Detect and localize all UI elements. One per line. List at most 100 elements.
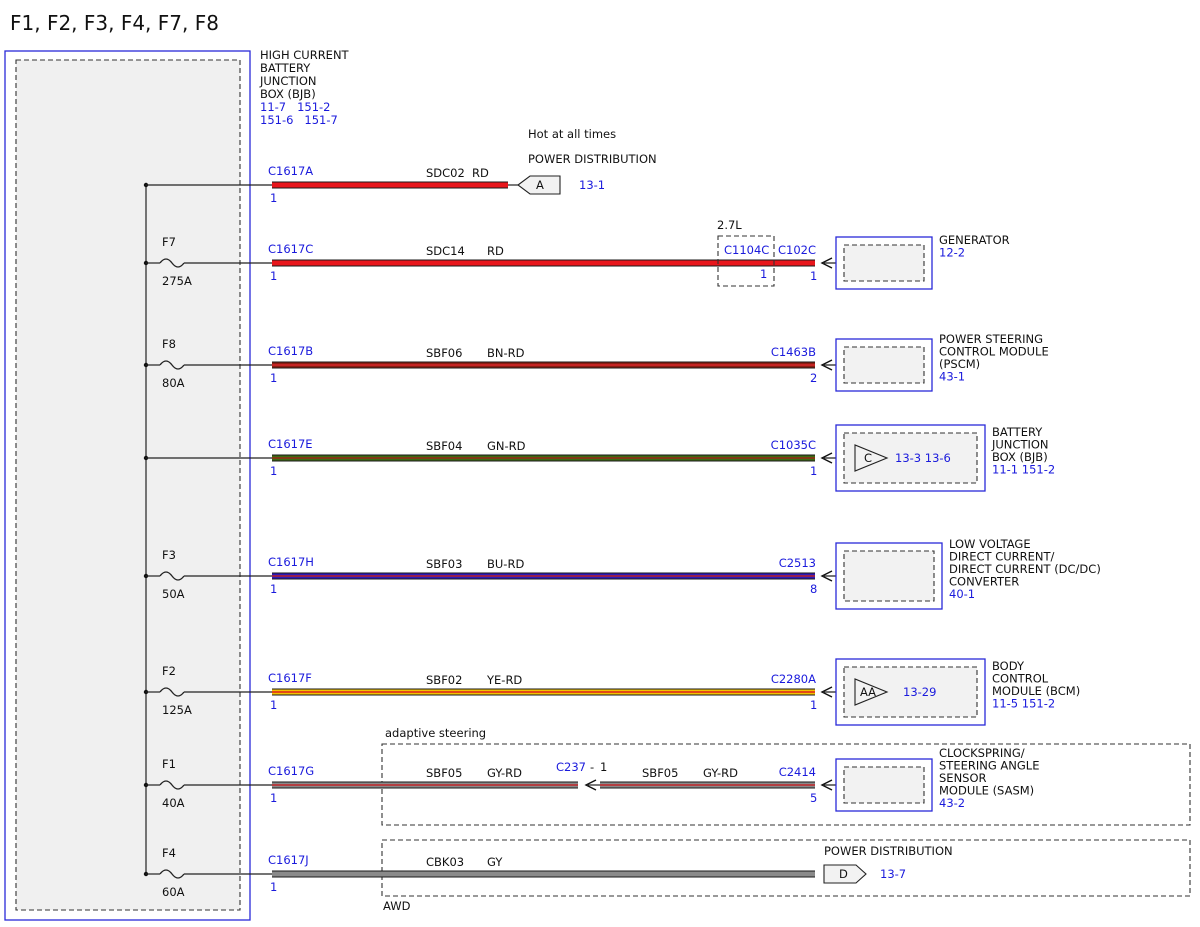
component-page-ref[interactable]: 13-3 13-6: [895, 451, 951, 465]
inline-connector[interactable]: C237: [556, 760, 586, 774]
component-inner: [843, 244, 925, 282]
power-distribution-label: POWER DISTRIBUTION: [528, 152, 657, 166]
source-connector[interactable]: C1617E: [268, 437, 313, 451]
component-page-ref[interactable]: 11-1 151-2: [992, 463, 1055, 477]
component-label: BOX (BJB): [992, 450, 1048, 464]
source-connector[interactable]: C1617G: [268, 764, 314, 778]
circuit-id: SBF04: [426, 439, 462, 453]
pd-page-ref[interactable]: 13-7: [880, 867, 906, 881]
component-page-ref[interactable]: 43-2: [939, 796, 965, 810]
end-connector[interactable]: C102C: [778, 243, 816, 257]
source-connector[interactable]: C1617J: [268, 853, 309, 867]
pd-flag-icon: [517, 175, 561, 195]
wire-color-code: YE-RD: [486, 673, 522, 687]
fuse-icon: [159, 869, 185, 879]
circuit-id: SBF02: [426, 673, 462, 687]
component-label: BATTERY: [992, 425, 1043, 439]
end-pin: 1: [810, 464, 817, 478]
fuse-rating: 80A: [162, 376, 185, 390]
pd-flag-icon: [823, 864, 867, 884]
bjb-ref[interactable]: 151-6 151-7: [260, 113, 338, 127]
component-page-ref[interactable]: 11-5 151-2: [992, 697, 1055, 711]
circuit-id: SBF03: [426, 557, 462, 571]
source-connector[interactable]: C1617A: [268, 164, 313, 178]
arrow-icon: [820, 570, 833, 582]
page-title: F1, F2, F3, F4, F7, F8: [10, 11, 219, 35]
separator: -: [590, 760, 594, 774]
wire-color-code: BN-RD: [487, 346, 525, 360]
component-page-ref[interactable]: 13-29: [903, 685, 936, 699]
end-connector[interactable]: C1035C: [771, 438, 816, 452]
fuse-label: F1: [162, 757, 176, 771]
component-label: DIRECT CURRENT/: [949, 550, 1055, 564]
pd-page-ref[interactable]: 13-1: [579, 178, 605, 192]
end-connector[interactable]: C2513: [779, 556, 816, 570]
fuse-rating: 50A: [162, 587, 185, 601]
bjb-label: HIGH CURRENT BATTERY JUNCTION BOX (BJB) …: [259, 48, 350, 127]
source-connector[interactable]: C1617H: [268, 555, 314, 569]
end-pin: 1: [810, 269, 817, 283]
fuse-label: F8: [162, 337, 176, 351]
pd-flag-letter: A: [536, 178, 544, 192]
source-pin: 1: [270, 269, 277, 283]
pd-flag-letter: D: [839, 867, 848, 881]
component-label: POWER STEERING: [939, 332, 1043, 346]
bjb-label-line: HIGH CURRENT: [260, 48, 350, 62]
source-connector[interactable]: C1617B: [268, 344, 313, 358]
arrow-icon: [820, 359, 833, 371]
fuse-label: F3: [162, 548, 176, 562]
circuit-id: SDC02: [426, 166, 465, 180]
arrow-icon: [820, 257, 833, 269]
source-connector[interactable]: C1617C: [268, 242, 313, 256]
circuit-id: SBF05: [426, 766, 462, 780]
fuse-rating: 275A: [162, 274, 192, 288]
circuit-id: SBF06: [426, 346, 462, 360]
source-pin: 1: [270, 582, 277, 596]
connector-flag-icon: [854, 678, 889, 706]
source-pin: 1: [270, 698, 277, 712]
bjb-label-line: BATTERY: [260, 61, 311, 75]
wire-color-code: GY-RD: [703, 766, 738, 780]
fuse-icon: [159, 687, 185, 697]
end-connector[interactable]: C2280A: [771, 672, 816, 686]
power-distribution-label: POWER DISTRIBUTION: [824, 844, 953, 858]
component-label: (PSCM): [939, 357, 980, 371]
wire-color-code: GY: [487, 855, 503, 869]
component-label: MODULE (SASM): [939, 784, 1034, 798]
end-pin: 5: [810, 791, 817, 805]
component-label: LOW VOLTAGE: [949, 537, 1031, 551]
wire-color-code: GN-RD: [487, 439, 526, 453]
source-pin: 1: [270, 880, 277, 894]
end-pin: 2: [810, 371, 817, 385]
fuse-icon: [159, 258, 185, 268]
arrow-icon: [584, 779, 597, 791]
arrow-icon: [820, 452, 833, 464]
component-page-ref[interactable]: 12-2: [939, 246, 965, 260]
end-connector[interactable]: C1463B: [771, 345, 816, 359]
fuse-label: F4: [162, 846, 176, 860]
connector-flag-letter: C: [864, 451, 872, 465]
fuse-icon: [159, 780, 185, 790]
component-inner: [843, 346, 925, 384]
bjb-ref[interactable]: 11-7 151-2: [260, 100, 330, 114]
bjb-label-line: BOX (BJB): [260, 87, 316, 101]
source-connector[interactable]: C1617F: [268, 671, 312, 685]
component-label: CONVERTER: [949, 575, 1019, 589]
end-connector[interactable]: C2414: [779, 765, 816, 779]
end-pin: 8: [810, 582, 817, 596]
component-label: GENERATOR: [939, 233, 1010, 247]
hot-at-all-times-label: Hot at all times: [528, 127, 616, 141]
source-pin: 1: [270, 191, 277, 205]
option-label: AWD: [383, 899, 411, 913]
component-page-ref[interactable]: 40-1: [949, 587, 975, 601]
end-pin: 1: [810, 698, 817, 712]
inline-connector[interactable]: C1104C: [724, 243, 769, 257]
component-page-ref[interactable]: 43-1: [939, 370, 965, 384]
